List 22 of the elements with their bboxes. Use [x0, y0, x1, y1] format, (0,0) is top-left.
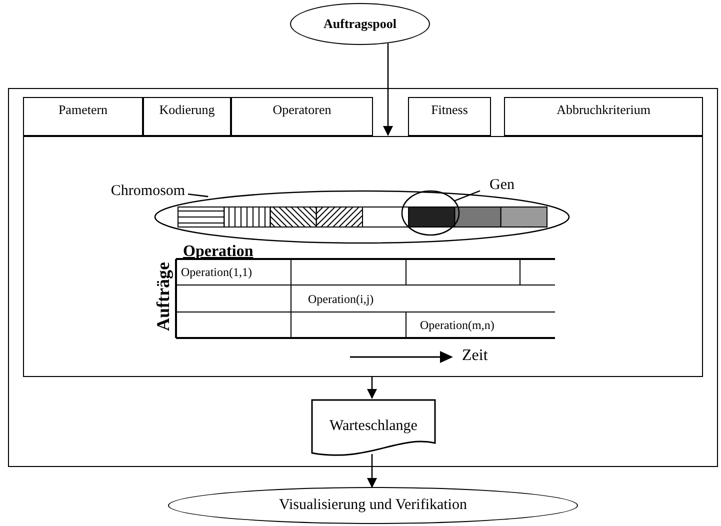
start-ellipse: Auftragspool — [290, 3, 430, 45]
leader-line — [188, 193, 208, 198]
arrow — [367, 376, 377, 399]
table-cell-text: Operation(m,n) — [420, 318, 494, 333]
header-tab: Pametern — [23, 97, 143, 136]
gene-label: Gen — [482, 174, 522, 196]
chromosome-label: Chromosom — [106, 180, 190, 202]
header-tab: Kodierung — [143, 97, 231, 136]
header-tab: Abbruchkriterium — [504, 97, 703, 136]
gene-circle — [401, 190, 460, 236]
axis-title: Aufträge — [153, 262, 173, 331]
axis-title: Operation — [183, 244, 254, 260]
header-tab: Fitness — [408, 97, 491, 136]
frame-box — [8, 88, 718, 467]
axis-label: Zeit — [462, 347, 488, 365]
table-cell-text: Operation(i,j) — [308, 292, 374, 307]
arrow — [367, 454, 377, 488]
arrow — [383, 43, 393, 136]
header-tab: Operatoren — [231, 97, 373, 136]
end-ellipse: Visualisierung und Verifikation — [168, 487, 578, 524]
table-cell-text: Operation(1,1) — [181, 265, 252, 280]
panel-box — [23, 136, 703, 377]
